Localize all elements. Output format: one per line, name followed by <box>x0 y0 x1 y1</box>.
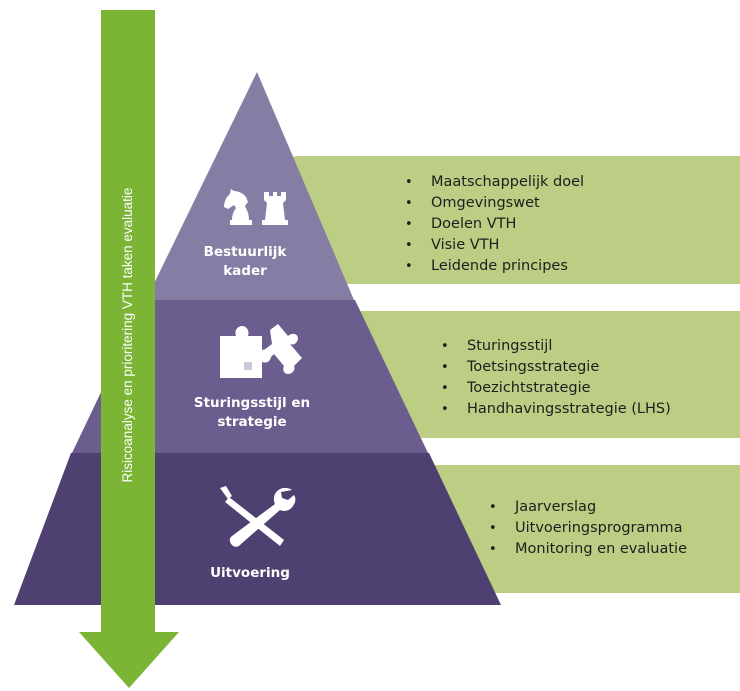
arrow-label: Risicoanalyse en prioritering VTH taken … <box>120 187 135 483</box>
list-item-text: Doelen VTH <box>431 216 517 232</box>
list-item-text: Omgevingswet <box>431 195 540 211</box>
tier-label-line2: kader <box>223 263 267 279</box>
tier-label-line1: Sturingsstijl en <box>193 395 311 411</box>
bullet-icon: • <box>489 521 497 536</box>
chess-pieces-icon <box>224 189 288 225</box>
list-item: • Sturingsstijl <box>440 336 671 357</box>
tier-label-bestuurlijk: Bestuurlijk kader <box>200 243 290 281</box>
list-item: • Uitvoeringsprogramma <box>488 518 687 539</box>
list-item-text: Handhavingsstrategie (LHS) <box>467 401 671 417</box>
bullets-sturingsstijl: • Sturingsstijl • Toetsingsstrategie • Toez… <box>440 336 671 420</box>
bullet-icon: • <box>489 500 497 515</box>
list-item: • Toezichtstrategie <box>440 378 671 399</box>
list-item-text: Leidende principes <box>431 258 568 274</box>
list-item: • Leidende principes <box>404 256 584 277</box>
bullet-icon: • <box>405 259 413 274</box>
list-item-text: Monitoring en evaluatie <box>515 541 687 557</box>
pyramid-tier-top <box>146 72 354 300</box>
list-item: • Toetsingsstrategie <box>440 357 671 378</box>
list-item-text: Sturingsstijl <box>467 338 553 354</box>
list-item: • Jaarverslag <box>488 497 687 518</box>
bullet-icon: • <box>441 402 449 417</box>
panel-bestuurlijk-kader <box>280 156 740 284</box>
list-item: • Omgevingswet <box>404 193 584 214</box>
puzzle-icon <box>220 324 302 378</box>
tier-label-line2: strategie <box>217 414 287 430</box>
bullet-icon: • <box>405 238 413 253</box>
bullet-icon: • <box>441 360 449 375</box>
list-item-text: Uitvoeringsprogramma <box>515 520 683 536</box>
tools-icon <box>220 486 296 547</box>
list-item: • Monitoring en evaluatie <box>488 539 687 560</box>
tier-label-uitvoering: Uitvoering <box>190 564 310 583</box>
tier-label-line1: Uitvoering <box>210 565 290 581</box>
list-item-text: Toetsingsstrategie <box>467 359 600 375</box>
list-item: • Maatschappelijk doel <box>404 172 584 193</box>
list-item-text: Maatschappelijk doel <box>431 174 585 190</box>
list-item-text: Jaarverslag <box>515 499 597 515</box>
list-item: • Visie VTH <box>404 235 584 256</box>
bullet-icon: • <box>405 196 413 211</box>
bullet-icon: • <box>441 381 449 396</box>
arrow <box>79 10 179 688</box>
bullet-icon: • <box>405 175 413 190</box>
bullets-bestuurlijk-kader: • Maatschappelijk doel • Omgevingswet • Doe… <box>404 172 584 277</box>
tier-label-sturingsstijl: Sturingsstijl en strategie <box>172 394 332 432</box>
list-item-text: Visie VTH <box>431 237 500 253</box>
list-item: • Doelen VTH <box>404 214 584 235</box>
bullets-uitvoering: • Jaarverslag • Uitvoeringsprogramma • Moni… <box>488 497 687 560</box>
bullet-icon: • <box>441 339 449 354</box>
list-item-text: Toezichtstrategie <box>467 380 591 396</box>
bullet-icon: • <box>489 542 497 557</box>
bullet-icon: • <box>405 217 413 232</box>
tier-label-line1: Bestuurlijk <box>203 244 287 260</box>
list-item: • Handhavingsstrategie (LHS) <box>440 399 671 420</box>
